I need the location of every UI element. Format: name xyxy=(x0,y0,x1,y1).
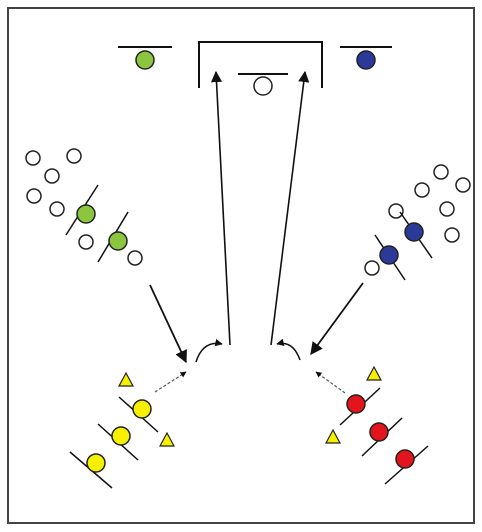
right-turn-arrow xyxy=(276,338,301,361)
green-player-left-1 xyxy=(76,204,96,224)
blue-player-right-1 xyxy=(404,222,424,242)
red-player-1 xyxy=(346,394,366,414)
white-player xyxy=(364,260,380,276)
left-dashed-pass xyxy=(154,371,187,393)
white-player xyxy=(388,203,404,219)
white-player xyxy=(439,201,455,217)
yellow-player-2 xyxy=(111,426,131,446)
left-run-arrow xyxy=(149,284,187,364)
right-run-arrow xyxy=(310,282,364,356)
left-shot-arrow xyxy=(210,70,231,346)
right-white-players xyxy=(364,164,471,276)
white-player xyxy=(78,234,94,250)
yellow-cone xyxy=(324,428,342,444)
white-player xyxy=(26,188,42,204)
white-player xyxy=(433,164,449,180)
left-white-players xyxy=(25,148,143,266)
white-player xyxy=(127,250,143,266)
red-player-3 xyxy=(395,449,415,469)
yellow-cone xyxy=(158,431,176,447)
white-player xyxy=(25,150,41,166)
goal xyxy=(198,41,323,88)
yellow-cone xyxy=(117,371,135,387)
right-dashed-pass xyxy=(315,371,346,394)
white-player xyxy=(444,227,460,243)
goalkeeper xyxy=(253,76,273,96)
white-player xyxy=(44,168,60,184)
white-player xyxy=(455,177,471,193)
green-player-left-2 xyxy=(108,231,128,251)
red-player-2 xyxy=(369,422,389,442)
blue-player-top xyxy=(356,50,376,70)
yellow-cone xyxy=(365,365,383,381)
pitch-frame xyxy=(7,7,475,524)
blue-player-right-2 xyxy=(379,245,399,265)
yellow-player-3 xyxy=(86,453,106,473)
yellow-player-1 xyxy=(132,399,152,419)
left-turn-arrow xyxy=(195,338,223,363)
white-player xyxy=(66,148,82,164)
white-player xyxy=(414,182,430,198)
right-shot-arrow xyxy=(270,70,310,346)
white-player xyxy=(49,201,65,217)
green-player-top xyxy=(135,50,155,70)
